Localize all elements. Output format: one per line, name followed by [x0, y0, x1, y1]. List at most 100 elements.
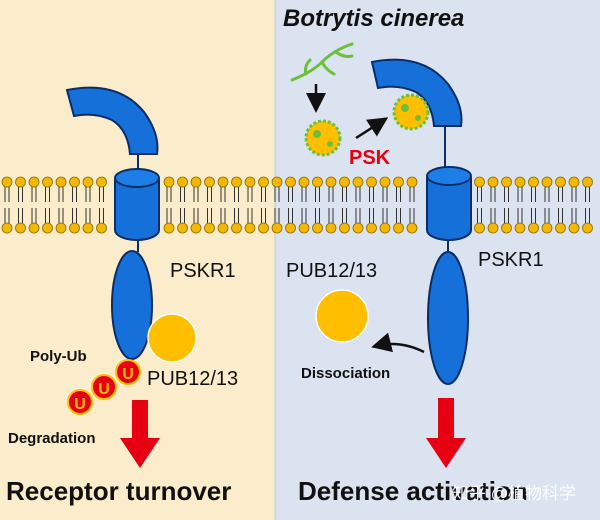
ubiquitin-bead — [67, 389, 93, 415]
lipid-tail — [409, 208, 415, 223]
lipid-tail — [409, 187, 415, 202]
lipid-tail — [477, 187, 482, 202]
lipid-tail — [328, 187, 334, 202]
lipid-tail — [274, 208, 280, 223]
lipid-head — [366, 222, 377, 234]
left-outcome-label: Receptor turnover — [6, 476, 231, 506]
hypha-branch — [304, 58, 312, 76]
lipid-tail — [490, 187, 496, 202]
degradation-label: Degradation — [8, 430, 96, 447]
lipid-tail — [396, 187, 401, 202]
watermark: 知乎 @植物科学 — [452, 484, 576, 503]
right-ligase-circle — [315, 289, 369, 343]
psk-blob-outline — [304, 119, 342, 157]
dissociation-label: Dissociation — [301, 365, 390, 382]
lipid-head — [487, 222, 499, 234]
ubiquitin-chain: U U U — [67, 359, 141, 415]
lipid-head — [541, 222, 553, 234]
lipid-tail — [99, 187, 104, 202]
left-ligase-circle — [147, 313, 197, 363]
lipid-head — [501, 222, 512, 234]
lipid-tail — [288, 187, 293, 202]
lipid-head — [474, 222, 485, 234]
psk-label: PSK — [349, 147, 391, 169]
lipid-head — [28, 176, 40, 188]
lipid-tail — [490, 208, 496, 223]
lipid-head — [528, 222, 539, 234]
lipid-head — [69, 176, 80, 188]
lipid-tail — [166, 208, 172, 223]
lipid-head — [204, 176, 215, 188]
psk-bound-detail — [401, 104, 409, 112]
lipid-tail — [234, 187, 239, 202]
lipid-tail — [45, 187, 50, 202]
lipid-head — [258, 176, 269, 188]
lipid-head — [1, 176, 13, 188]
lipid-tail — [571, 208, 577, 223]
lipid-tail — [531, 208, 536, 223]
lipid-tail — [45, 208, 50, 223]
lipid-tail — [342, 187, 347, 202]
ubiquitin-bead — [91, 374, 117, 400]
lipid-head — [474, 176, 485, 188]
lipid-head — [568, 222, 580, 234]
lipid-tail — [18, 187, 23, 202]
lipid-tail — [558, 208, 563, 223]
lipid-head — [582, 176, 593, 188]
lipid-tail — [558, 187, 563, 202]
lipid-tail — [261, 187, 266, 202]
lipid-tail — [328, 208, 334, 223]
lipid-head — [568, 176, 580, 188]
psk-bound-outline — [392, 93, 430, 131]
lipid-tail — [477, 208, 482, 223]
lipid-tail — [220, 208, 226, 223]
lipid-tail — [58, 187, 64, 202]
lipid-head — [555, 222, 566, 234]
lipid-head — [244, 176, 256, 188]
lipid-head — [298, 222, 310, 234]
lipid-head — [541, 176, 553, 188]
lipid-head — [379, 176, 391, 188]
left-ectodomain — [65, 86, 159, 155]
lipid-tail — [72, 187, 77, 202]
lipid-head — [42, 176, 53, 188]
right-outcome-arrow — [426, 398, 466, 468]
lipid-head — [514, 222, 526, 234]
lipid-head — [555, 176, 566, 188]
lipid-tail — [315, 208, 320, 223]
right-tm-top — [426, 166, 472, 186]
lipid-tail — [180, 187, 185, 202]
lipid-head — [82, 222, 94, 234]
dissociation-arrow — [371, 332, 425, 354]
lipid-tail — [301, 208, 307, 223]
binding-arrow — [355, 117, 389, 140]
lipid-head — [163, 176, 175, 188]
lipid-tail — [355, 208, 361, 223]
lipid-tail — [261, 208, 266, 223]
lipid-tail — [396, 208, 401, 223]
lipid-tail — [4, 187, 10, 202]
lipid-head — [339, 222, 350, 234]
cell-membrane — [1, 176, 593, 234]
left-kinase-domain — [111, 250, 153, 360]
lipid-tail — [247, 187, 253, 202]
lipid-tail — [342, 208, 347, 223]
lipid-tail — [274, 187, 280, 202]
lipid-head — [258, 222, 269, 234]
lipid-tail — [382, 208, 388, 223]
psk-peptide-bound — [392, 93, 430, 131]
lipid-head — [244, 222, 256, 234]
lipid-head — [96, 176, 107, 188]
lipid-head — [406, 222, 418, 234]
lipid-head — [177, 222, 188, 234]
hypha-branch — [334, 50, 354, 58]
lipid-tail — [301, 187, 307, 202]
lipid-tail — [234, 208, 239, 223]
lipid-head — [271, 222, 283, 234]
lipid-tail — [99, 208, 104, 223]
lipid-tail — [585, 208, 590, 223]
fungal-hyphae — [290, 42, 354, 82]
right-ectodomain — [370, 58, 463, 127]
lipid-head — [285, 222, 296, 234]
